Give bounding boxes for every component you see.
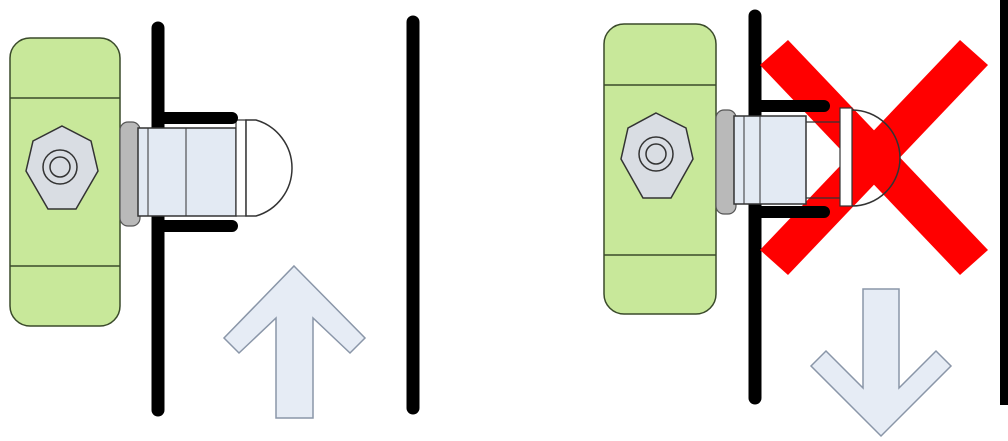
pipe-assembly [733, 107, 901, 207]
down-arrow-icon [809, 288, 953, 438]
clamp-top [152, 106, 238, 124]
pipe-assembly [137, 119, 293, 217]
clamp-bottom [749, 206, 830, 226]
up-arrow-icon [222, 264, 367, 419]
clamp-bottom [152, 220, 238, 242]
fitting [715, 109, 737, 215]
hex-nut-icon [620, 112, 694, 199]
valve-handle [603, 23, 717, 315]
clamp-top [749, 94, 830, 112]
panel-incorrect [603, 0, 1008, 438]
valve-handle [9, 37, 121, 327]
panel-correct [9, 15, 420, 419]
fitting [119, 121, 141, 227]
hex-nut-icon [25, 125, 99, 210]
